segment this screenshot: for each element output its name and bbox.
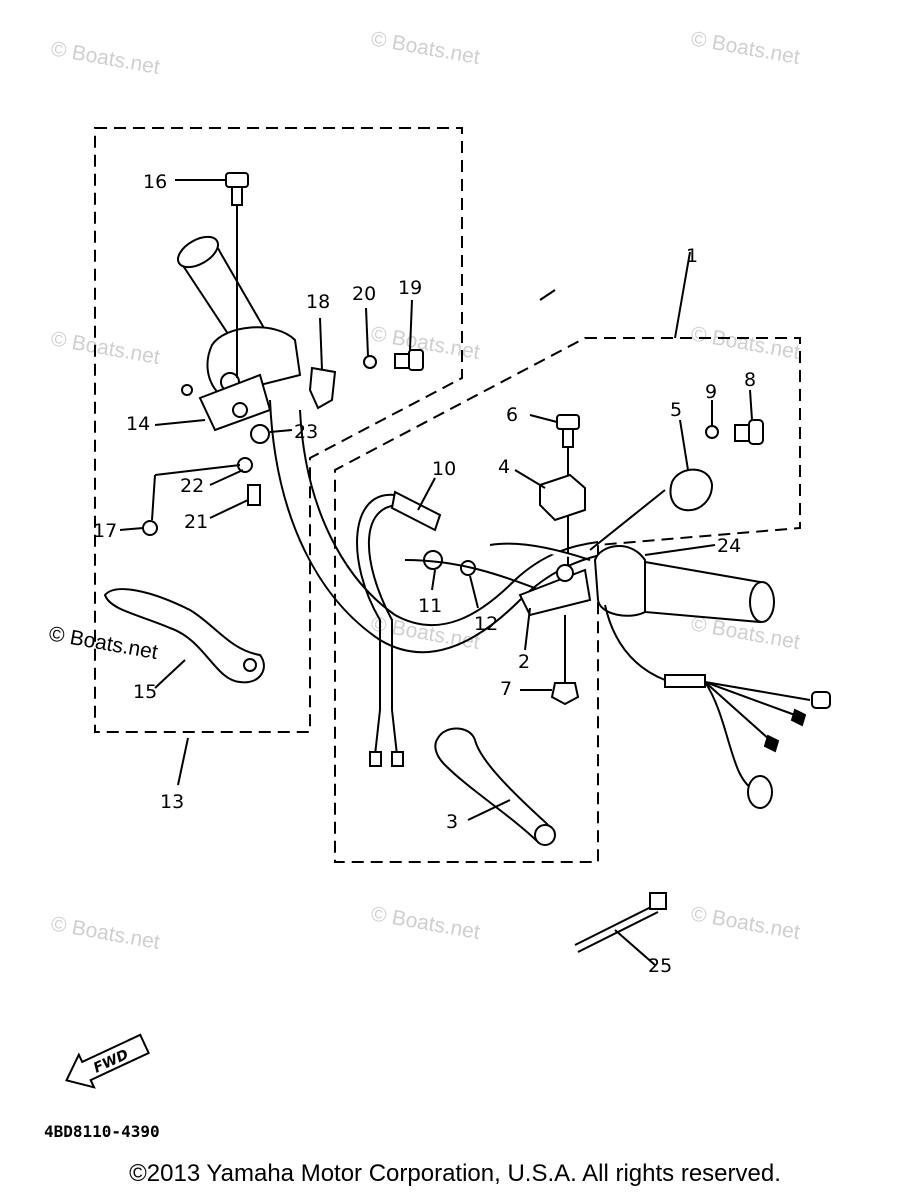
lever-15 <box>103 588 265 684</box>
callout-7: 7 <box>500 678 512 700</box>
callout-15: 15 <box>133 681 157 703</box>
callout-2: 2 <box>518 651 530 673</box>
callout-20: 20 <box>352 283 376 305</box>
throttle-grip-24 <box>593 545 775 624</box>
holder-5 <box>589 468 714 551</box>
leader-lines <box>119 179 753 966</box>
lever-holder-2 <box>489 542 592 617</box>
handlebar <box>269 289 601 654</box>
callout-24: 24 <box>717 535 741 557</box>
part-code: 4BD8110-4390 <box>44 1122 160 1141</box>
left-grip <box>176 235 302 397</box>
watermark: © Boats.net <box>369 322 482 364</box>
callout-3: 3 <box>446 811 458 833</box>
watermark: © Boats.net <box>689 902 802 944</box>
callout-11: 11 <box>418 595 442 617</box>
watermark: © Boats.net <box>49 912 162 954</box>
cable-11-12 <box>404 550 541 591</box>
watermark: © Boats.net <box>49 37 162 79</box>
fwd-arrow-icon: FWD <box>65 1033 150 1089</box>
watermark: © Boats.net <box>369 902 482 944</box>
callout-19: 19 <box>398 277 422 299</box>
callout-17: 17 <box>93 520 117 542</box>
watermark: © Boats.net <box>369 27 482 69</box>
callout-1: 1 <box>686 245 698 267</box>
watermark: © Boats.net <box>47 622 160 664</box>
callout-13: 13 <box>160 791 184 813</box>
assembly-13-boundary <box>94 127 463 733</box>
lever-3 <box>434 727 556 846</box>
callout-25: 25 <box>648 955 672 977</box>
callout-12: 12 <box>474 613 498 635</box>
copyright-notice: ©2013 Yamaha Motor Corporation, U.S.A. A… <box>129 1160 781 1187</box>
callouts: 1 2 3 4 5 6 7 8 9 10 11 12 13 14 15 16 1… <box>93 171 756 977</box>
switch-4 <box>539 473 586 522</box>
clip-9-screw-8 <box>705 419 764 445</box>
callout-5: 5 <box>670 399 682 421</box>
cable-10 <box>356 490 442 767</box>
callout-9: 9 <box>705 381 717 403</box>
callout-8: 8 <box>744 369 756 391</box>
callout-21: 21 <box>184 511 208 533</box>
watermark: © Boats.net <box>689 322 802 364</box>
callout-14: 14 <box>126 413 150 435</box>
wire-harness <box>604 604 831 809</box>
screw-16 <box>225 172 249 378</box>
assembly-1-boundary <box>334 337 801 863</box>
callout-23: 23 <box>294 421 318 443</box>
nut-7 <box>550 615 580 706</box>
bolt-19-washer-20 <box>363 349 424 371</box>
callout-18: 18 <box>306 291 330 313</box>
watermark: © Boats.net <box>689 27 802 69</box>
callout-4: 4 <box>498 456 510 478</box>
left-switch <box>142 366 337 536</box>
left-lever-bracket <box>181 373 272 432</box>
callout-22: 22 <box>180 475 204 497</box>
callout-6: 6 <box>506 404 518 426</box>
callout-10: 10 <box>432 458 456 480</box>
callout-16: 16 <box>143 171 167 193</box>
watermark: © Boats.net <box>49 327 162 369</box>
cable-tie-25 <box>574 892 667 953</box>
